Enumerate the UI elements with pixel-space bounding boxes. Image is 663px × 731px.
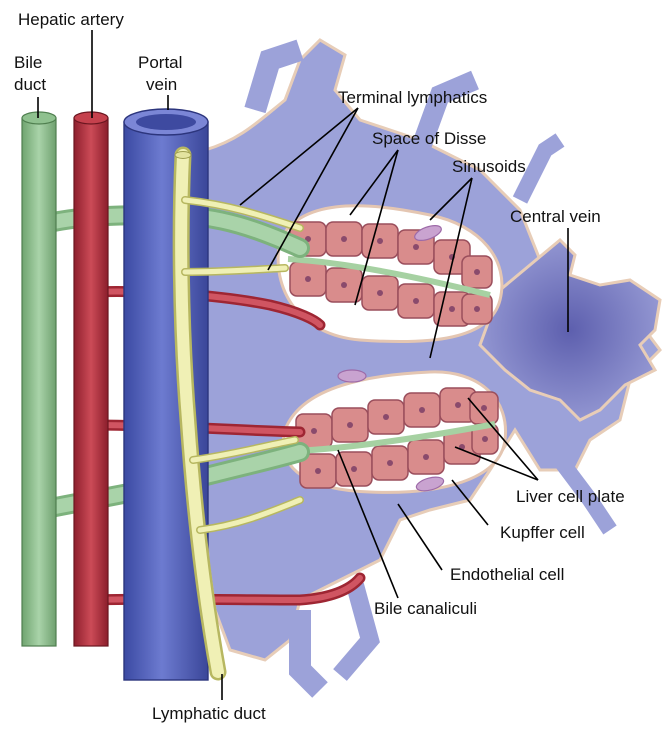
label-bile-duct-line2: duct bbox=[14, 75, 46, 94]
label-endothelial-cell: Endothelial cell bbox=[450, 565, 564, 584]
bile-duct-vessel bbox=[21, 111, 57, 647]
kupffer-cell-upper bbox=[414, 225, 442, 241]
label-bile-duct-line1: Bile bbox=[14, 53, 42, 72]
label-sinusoids: Sinusoids bbox=[452, 157, 526, 176]
label-kupffer-cell: Kupffer cell bbox=[500, 523, 585, 542]
leader-lines bbox=[37, 30, 569, 700]
label-space-of-disse: Space of Disse bbox=[372, 129, 486, 148]
label-central-vein: Central vein bbox=[510, 207, 601, 226]
label-hepatic-artery: Hepatic artery bbox=[18, 10, 124, 29]
label-bile-canaliculi: Bile canaliculi bbox=[374, 599, 477, 618]
label-portal-vein-line1: Portal bbox=[138, 53, 182, 72]
label-liver-cell-plate: Liver cell plate bbox=[516, 487, 625, 506]
central-vein bbox=[478, 237, 662, 422]
label-terminal-lymphatics: Terminal lymphatics bbox=[338, 88, 487, 107]
kupffer-cell-middle bbox=[337, 369, 367, 383]
lymphatic-duct bbox=[172, 146, 304, 681]
lower-liver-cell-plate bbox=[281, 370, 508, 494]
kupffer-cell-lower bbox=[415, 476, 445, 492]
label-portal-vein-line2: vein bbox=[146, 75, 177, 94]
label-lymphatic-duct: Lymphatic duct bbox=[152, 704, 266, 723]
hepatic-artery-vessel bbox=[73, 111, 109, 647]
portal-vein-vessel bbox=[123, 108, 209, 681]
